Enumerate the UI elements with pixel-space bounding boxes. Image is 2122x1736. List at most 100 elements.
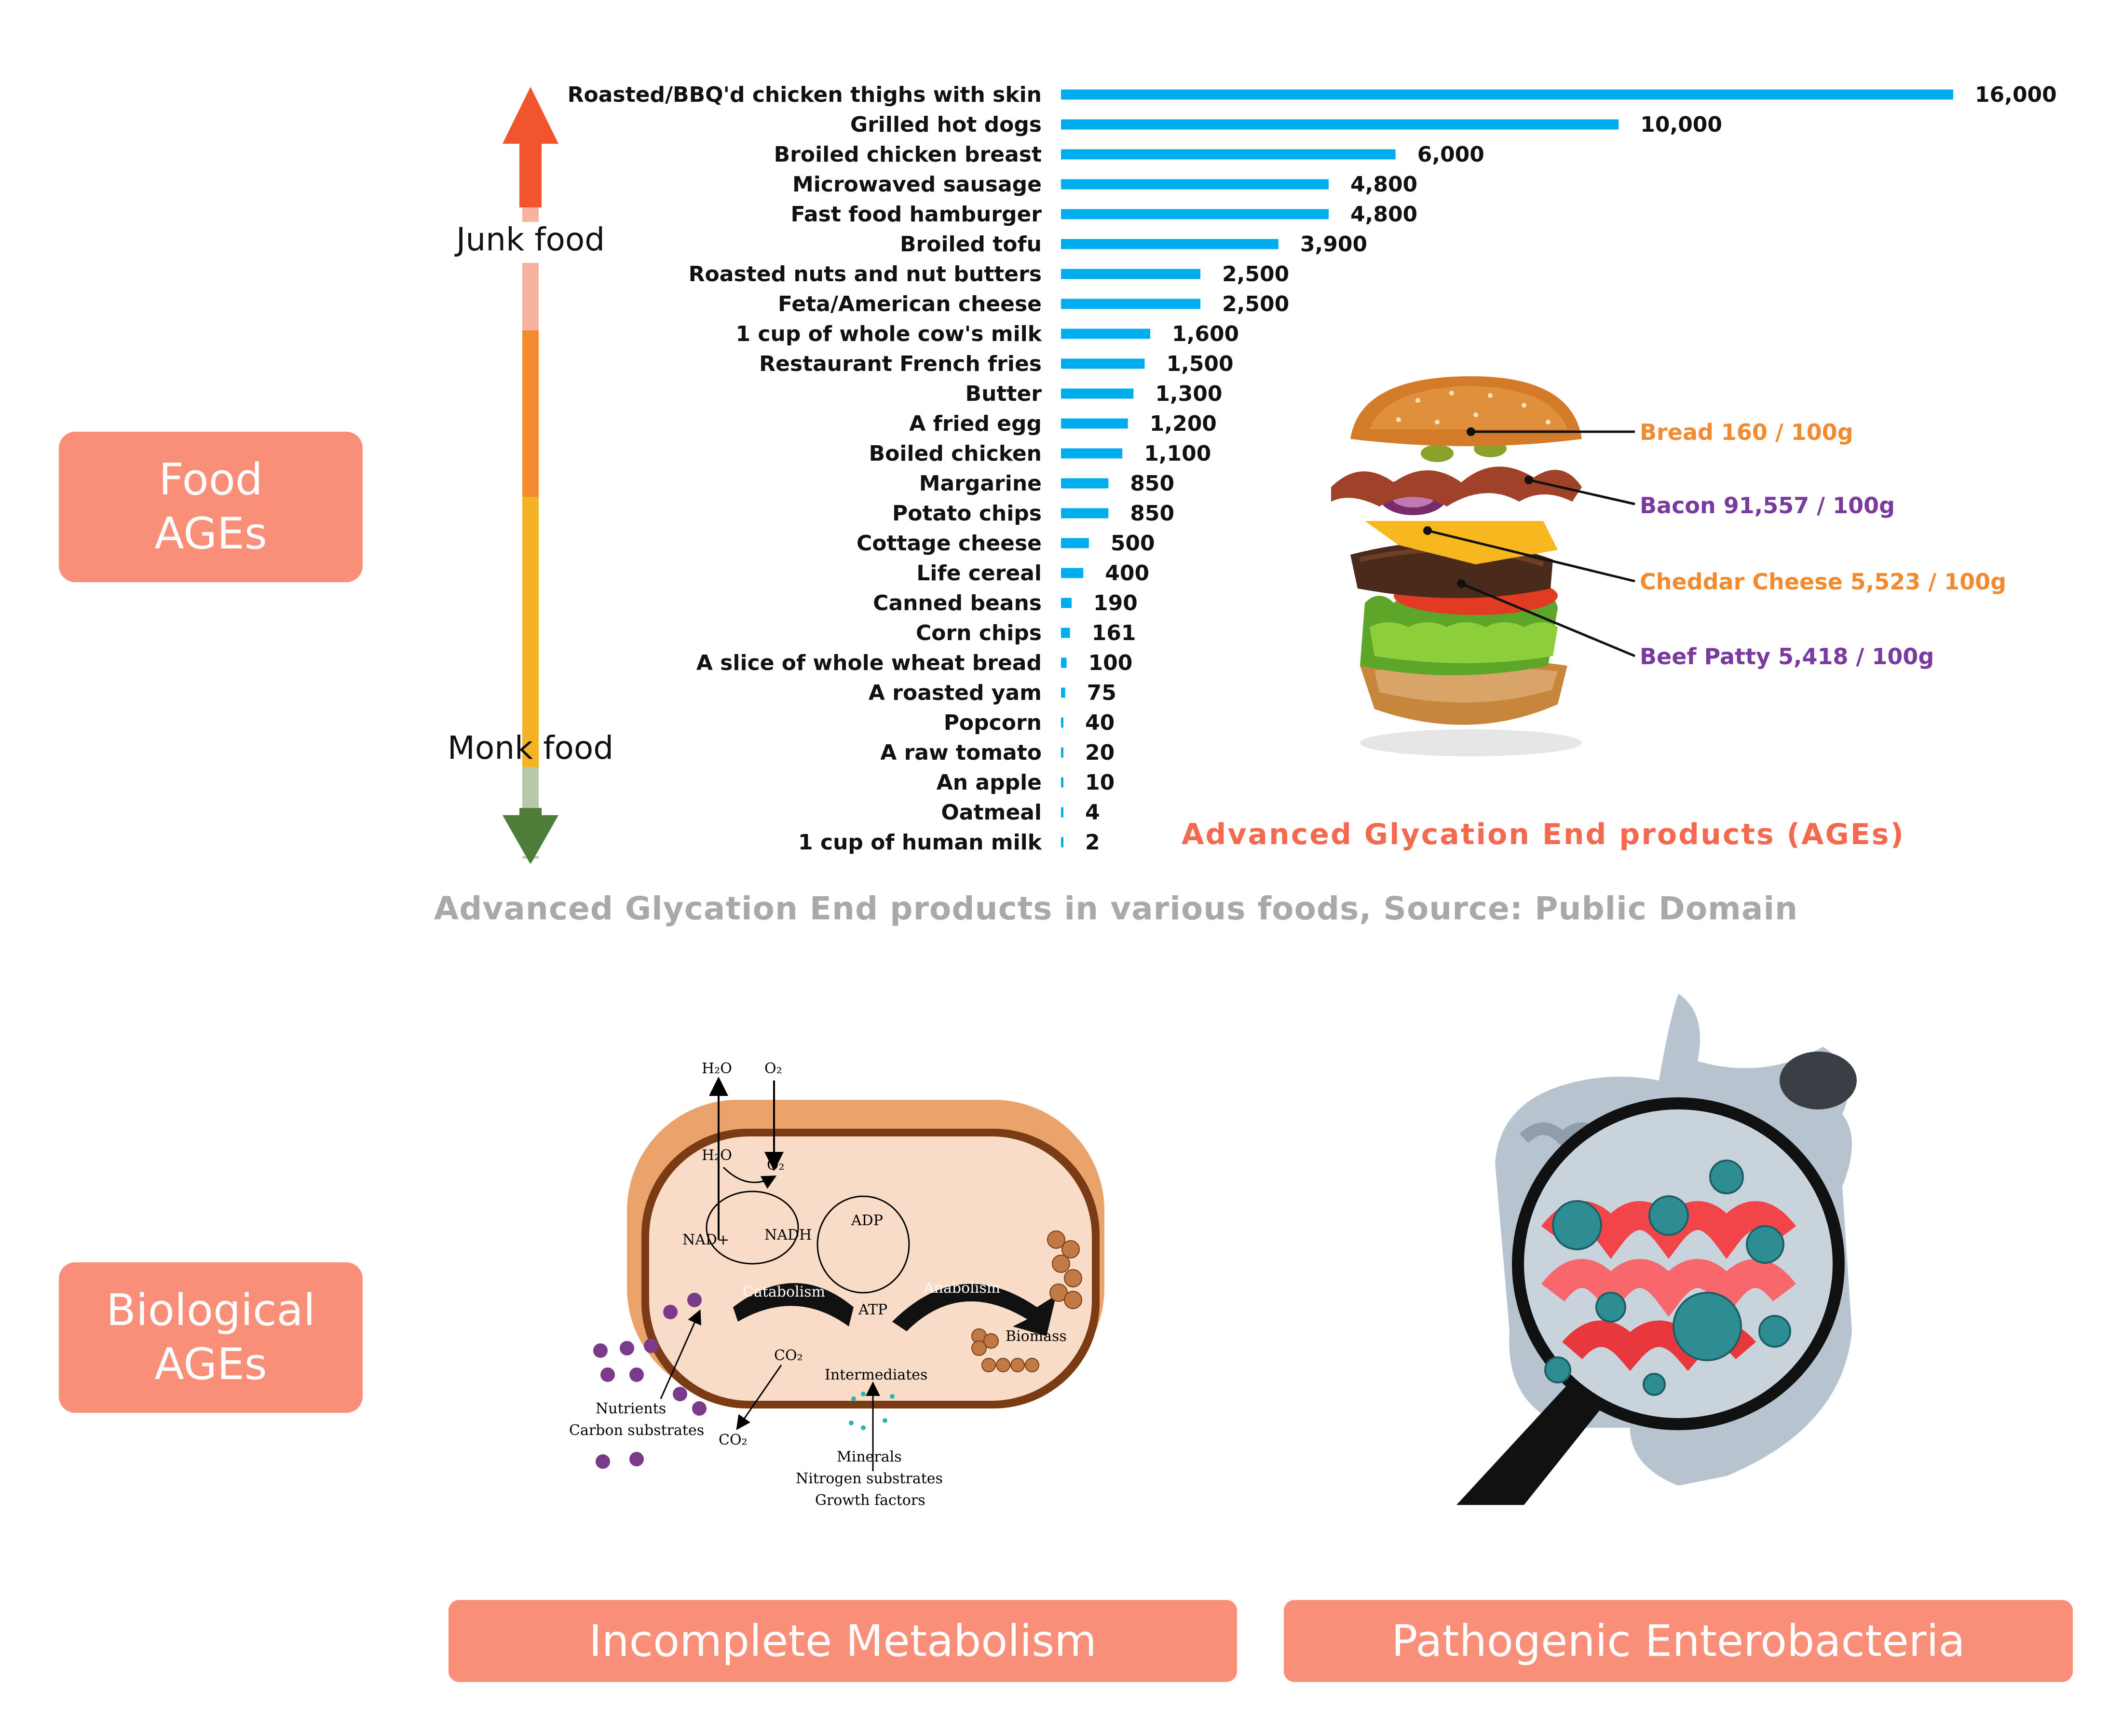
bar-value-label: 4,800 [1350, 172, 1417, 197]
minerals-label: Minerals [837, 1449, 902, 1465]
o2-in-label: O₂ [764, 1060, 782, 1077]
bar-category-label: Broiled chicken breast [774, 142, 1042, 167]
anabolism-label: Anabolism [923, 1280, 1000, 1297]
bar-category-label: Grilled hot dogs [850, 112, 1042, 137]
bar-category-label: A roasted yam [869, 681, 1042, 705]
food-scale-bottom-arrow [503, 767, 558, 863]
bar-category-label: 1 cup of whole cow's milk [736, 322, 1043, 346]
bar [1061, 807, 1063, 818]
bar-value-label: 2 [1085, 830, 1100, 855]
burger-label-bacon: Bacon 91,557 / 100g [1640, 492, 1895, 519]
atp-label: ATP [858, 1301, 887, 1318]
bar-value-label: 10,000 [1640, 112, 1722, 137]
bar-category-label: Oatmeal [941, 800, 1042, 825]
bar-category-label: Microwaved sausage [792, 172, 1042, 197]
bar-category-label: Cottage cheese [857, 531, 1042, 556]
burger-label-bread: Bread 160 / 100g [1640, 419, 1853, 445]
bar-category-label: Roasted nuts and nut butters [689, 262, 1042, 287]
bar-category-label: Potato chips [892, 501, 1042, 526]
ages-bar-chart: Roasted/BBQ'd chicken thighs with skin 16… [568, 82, 2057, 855]
bar [1061, 418, 1128, 429]
bar-value-label: 40 [1085, 711, 1115, 735]
co2-outer-label: CO₂ [719, 1432, 748, 1449]
bar-category-label: Fast food hamburger [790, 202, 1042, 227]
bar [1061, 239, 1279, 249]
bar-category-label: A fried egg [909, 411, 1042, 436]
bar-category-label: Boiled chicken [869, 441, 1042, 466]
food-ages-line2: AGEs [154, 508, 267, 559]
biological-ages-line1: Biological [106, 1285, 315, 1336]
burger-label-cheese: Cheddar Cheese 5,523 / 100g [1640, 569, 2006, 595]
bar-value-label: 3,900 [1300, 232, 1367, 257]
bar-category-label: Butter [966, 382, 1042, 406]
bar-value-label: 20 [1085, 740, 1115, 765]
intestine-magnifier-illustration [1456, 994, 1857, 1505]
bar-value-label: 400 [1105, 561, 1149, 586]
pathogenic-enterobacteria-label: Pathogenic Enterobacteria [1391, 1615, 1965, 1667]
bar [1061, 657, 1067, 668]
bar-value-label: 4 [1085, 800, 1100, 825]
nutrients-label: Nutrients [596, 1400, 666, 1417]
bar-category-label: Corn chips [916, 621, 1042, 645]
incomplete-metabolism-box: Incomplete Metabolism [449, 1600, 1237, 1682]
bar [1061, 568, 1084, 578]
co2-inner-label: CO₂ [774, 1347, 803, 1364]
nad-label: NAD+ [682, 1231, 729, 1248]
bar-category-label: Restaurant French fries [759, 352, 1042, 376]
bar-category-label: Popcorn [944, 711, 1042, 735]
bar-value-label: 75 [1087, 681, 1116, 705]
bar [1061, 837, 1063, 847]
food-scale-arrow [503, 87, 558, 859]
junk-food-label: Junk food [456, 221, 605, 258]
bar-category-label: A raw tomato [880, 740, 1042, 765]
bar [1061, 388, 1134, 399]
monk-food-label: Monk food [447, 729, 614, 766]
bar-value-label: 2,500 [1222, 262, 1289, 287]
bar [1061, 508, 1109, 519]
intermediates-label: Intermediates [825, 1367, 927, 1383]
bar [1061, 448, 1123, 459]
metabolism-diagram: H₂O O₂ H₂O O₂ NAD+ NADH ADP ATP Cataboli… [569, 1060, 1104, 1509]
bar-value-label: 1,500 [1166, 352, 1233, 376]
bar [1061, 628, 1070, 638]
bar-category-label: Margarine [919, 471, 1042, 496]
h2o-label: H₂O [702, 1147, 732, 1164]
bar-value-label: 1,600 [1172, 322, 1239, 346]
bar-value-label: 161 [1092, 621, 1136, 645]
bar-value-label: 2,500 [1222, 292, 1289, 316]
burger-label-patty: Beef Patty 5,418 / 100g [1640, 643, 1934, 670]
bar-value-label: 850 [1130, 501, 1174, 526]
chart-title: Advanced Glycation End products (AGEs) [1182, 818, 1905, 851]
bar [1061, 328, 1150, 339]
bar [1061, 299, 1201, 309]
bar [1061, 717, 1063, 728]
bar-value-label: 16,000 [1975, 82, 2057, 107]
growth-factors-label: Growth factors [815, 1492, 925, 1509]
bar [1061, 149, 1396, 160]
burger-callouts: Bread 160 / 100g Bacon 91,557 / 100g Che… [1423, 419, 2006, 670]
bar-value-label: 10 [1085, 770, 1115, 795]
biological-ages-box: Biological AGEs [59, 1262, 363, 1413]
bar [1061, 179, 1329, 190]
bar-category-label: Feta/American cheese [778, 292, 1042, 316]
bar-value-label: 4,800 [1350, 202, 1417, 227]
bar-value-label: 1,200 [1150, 411, 1217, 436]
biological-ages-line2: AGEs [154, 1339, 267, 1390]
incomplete-metabolism-label: Incomplete Metabolism [589, 1615, 1097, 1667]
food-ages-line1: Food [159, 454, 263, 505]
bar-category-label: Roasted/BBQ'd chicken thighs with skin [568, 82, 1042, 107]
bar [1061, 89, 1953, 100]
catabolism-label: Catabolism [743, 1284, 825, 1300]
burger-illustration [1331, 376, 1582, 756]
adp-label: ADP [851, 1212, 883, 1229]
h2o-out-label: H₂O [702, 1060, 732, 1077]
bar-category-label: Canned beans [873, 591, 1042, 615]
bar [1061, 598, 1072, 608]
bar-value-label: 1,100 [1144, 441, 1211, 466]
bar [1061, 538, 1089, 548]
bar-value-label: 1,300 [1155, 382, 1222, 406]
carbon-substrates-label: Carbon substrates [569, 1422, 704, 1439]
bar [1061, 358, 1145, 369]
bar-value-label: 6,000 [1417, 142, 1484, 167]
bar-category-label: A slice of whole wheat bread [696, 651, 1042, 675]
